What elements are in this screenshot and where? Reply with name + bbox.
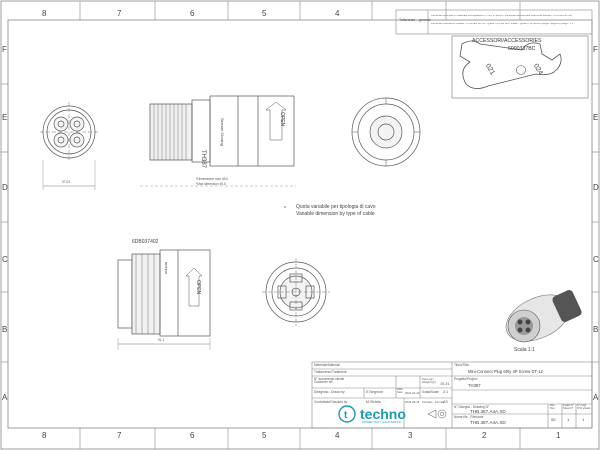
col-label: 7 (117, 9, 122, 18)
note-line-en: Variable dimension by type of cable (296, 211, 375, 217)
designer-label: Disegnato - Drawn by (314, 390, 345, 394)
dimension-lower-length: 91,1 (158, 338, 165, 342)
accessories-box (451, 35, 589, 99)
dimension-front-width: 37,04 (62, 180, 70, 184)
col-label: 7 (117, 431, 122, 440)
techno-logo: t (338, 405, 356, 423)
row-label: D (593, 183, 599, 192)
check-date-value: 2024-05-15 (405, 400, 420, 404)
filename-label: Nome file - Filename (454, 415, 484, 419)
part-mark: Serrare Closing (220, 118, 225, 146)
rear-view (351, 97, 421, 167)
row-label: B (2, 325, 8, 334)
projection-symbol (427, 409, 447, 419)
col-label: 3 (408, 431, 413, 440)
designer-value: E.Negrone (366, 390, 384, 394)
brand-tagline: CONNECTIVITY & AUTOMATION (362, 421, 402, 424)
note-asterisk: * (284, 206, 286, 212)
material-label: Materiale/Material: (314, 363, 341, 367)
part-mark: OPEN (279, 112, 285, 127)
title-value: Mini-Connect Plug 60ty 4P Screw DT-12 (468, 369, 543, 374)
customer-ref-label: N° documento cliente Customer ref. (314, 377, 345, 385)
checker-value: M.Strada (366, 400, 381, 404)
lower-side-view (117, 249, 211, 350)
scale-note: Scala 1:1 (514, 347, 535, 353)
front-view (40, 102, 98, 190)
col-label: 5 (262, 431, 267, 440)
accessory-code: 6000337BC (508, 46, 536, 52)
row-label: E (593, 113, 599, 122)
row-label: C (2, 255, 8, 264)
row-label: E (2, 113, 8, 122)
part-mark: OPEN (195, 280, 201, 295)
revision-value: 00 (551, 417, 556, 422)
side-view (140, 95, 296, 187)
format-label: Formato - Format (422, 400, 444, 404)
tolerance-box (395, 9, 593, 35)
row-label: A (2, 393, 8, 402)
tolerance-label: Tolleranze - general (399, 18, 431, 22)
project-value: TH387 (468, 383, 481, 388)
col-label: 6 (190, 431, 195, 440)
weight-label: Peso (gr) Weight (gr) (422, 377, 436, 384)
sheet-number-value: 1 (567, 417, 570, 422)
row-ticks (1, 83, 599, 363)
col-label: 1 (556, 431, 561, 440)
tolerance-line: Particolari tranciati in metallo / ri UN… (431, 23, 575, 25)
row-label: C (593, 255, 599, 264)
sheet-number-label: Foglio N° Sheet N° (563, 404, 574, 410)
accessories-title: ACCESSORI/ACCESSORIES (472, 38, 542, 44)
row-label: F (593, 45, 598, 54)
col-label: 4 (335, 9, 340, 18)
row-label: D (2, 183, 8, 192)
sheet-count-label: N° Fogli N°of sheets (577, 404, 591, 410)
format-value: A3 (443, 400, 448, 404)
dimension-note: *Dimensione max 49,6 (196, 177, 229, 181)
brand-name: techno (360, 406, 406, 422)
treatment-label: Trattamento/Treatment: (314, 370, 348, 374)
filename-value: THB.387.A4A.XD (470, 420, 506, 425)
title-label: Titolo/Title: (454, 363, 470, 367)
weight-value: 19,31 (440, 382, 450, 386)
scale-label: Scala/Scale (422, 390, 439, 394)
svg-text:t: t (344, 410, 348, 421)
part-mark: TH387 (200, 150, 206, 169)
drawing-number-value: THB.387.A4A.XD (470, 409, 506, 414)
col-label: 4 (335, 431, 340, 440)
part-code-lower: 6DB037402 (132, 239, 159, 245)
tolerance-line: Particolari stampati in materiale termop… (431, 15, 572, 17)
connector-3d-render (505, 289, 582, 343)
lower-front-view (262, 258, 330, 326)
col-label: 2 (482, 431, 487, 440)
part-mark: techno (164, 262, 169, 275)
col-label: 8 (42, 431, 47, 440)
col-label: 6 (190, 9, 195, 18)
date-label: Data Date (397, 388, 403, 394)
row-label: B (593, 325, 599, 334)
checker-label: Controllato/Checked by (314, 400, 348, 404)
sheet-count-value: 1 (582, 417, 585, 422)
row-label: A (593, 393, 599, 402)
row-label: F (2, 45, 7, 54)
scale-value: 2:1 (443, 390, 449, 394)
project-label: Progetto/Project: (454, 377, 478, 381)
col-label: 5 (262, 9, 267, 18)
dimension-note: *Max dimension 49,6 (196, 182, 226, 186)
date-value: 2024-02-19 (405, 391, 420, 395)
note-line-it: Quota variabile per tipologia di cavo (296, 204, 376, 210)
revision-label: Rev. Rev. (550, 404, 556, 410)
title-block (311, 361, 593, 429)
drawing-number-label: N° Disegno - Drawing N° (454, 405, 490, 409)
column-ticks (79, 1, 521, 449)
wrench-drawing (459, 40, 562, 89)
col-label: 8 (42, 9, 47, 18)
